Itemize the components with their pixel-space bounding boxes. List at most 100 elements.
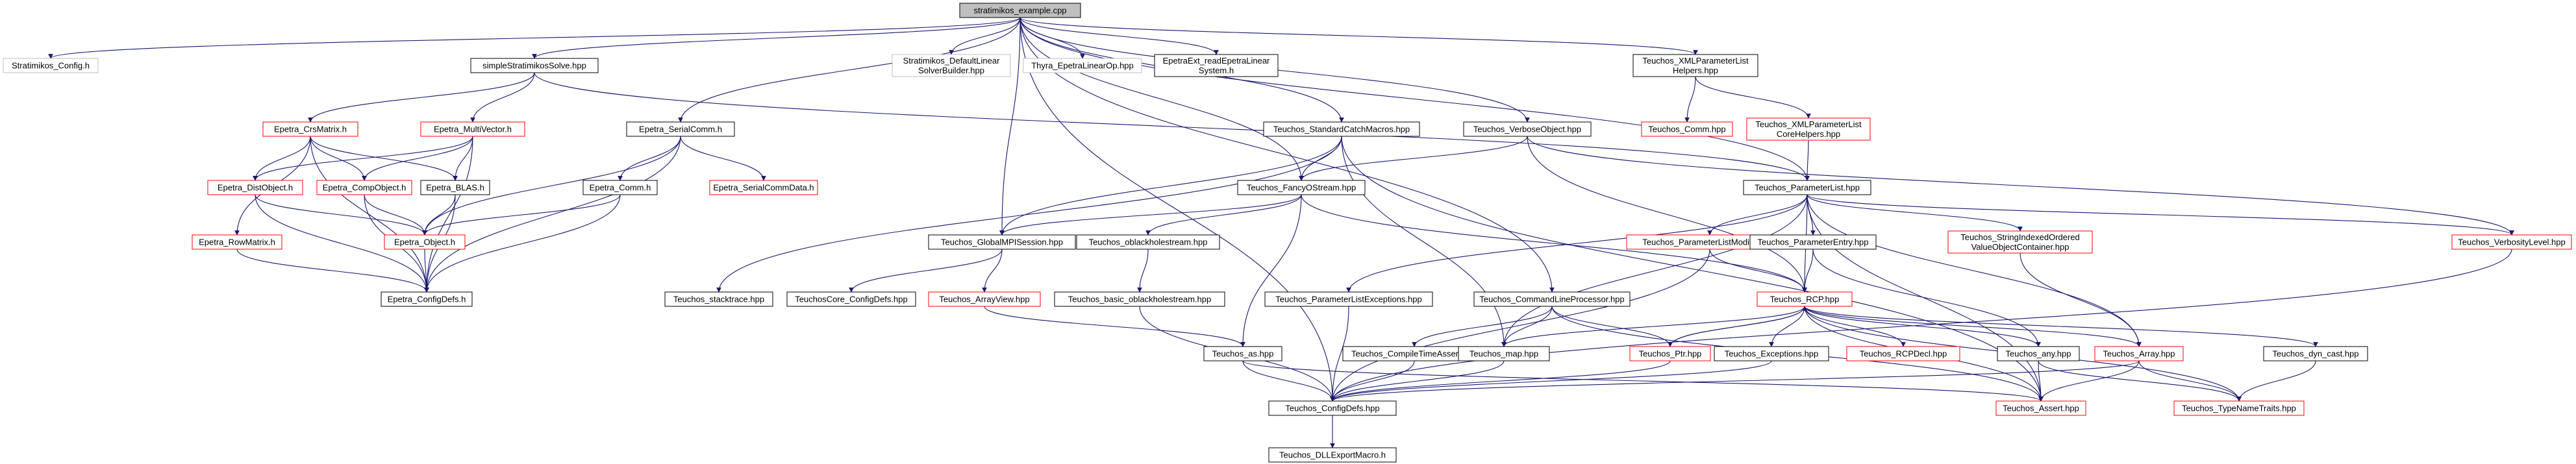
node-box [664,291,773,307]
edge-rcp-to-map [1501,306,1805,347]
node-any[interactable]: Teuchos_any.hpp [1997,346,2080,361]
edge-multivector-to-compobject [362,136,473,181]
node-array[interactable]: Teuchos_Array.hpp [2094,346,2184,361]
node-string-indexed[interactable]: Teuchos_StringIndexedOrderedValueObjectC… [1947,230,2093,254]
node-label: Teuchos_Ptr.hpp [1639,349,1702,359]
node-box [1714,346,1829,361]
node-basic-oblackhole[interactable]: Teuchos_basic_oblackholestream.hpp [1054,291,1225,307]
edge-dyn_cast-to-typenametraits [2236,360,2316,402]
node-configdefs[interactable]: Teuchos_ConfigDefs.hpp [1268,400,1397,416]
node-tcore-configdefs[interactable]: TeuchosCore_ConfigDefs.hpp [786,291,916,307]
node-box [1023,58,1142,73]
edge-crsmatrix-to-blas [310,136,458,181]
edge-serialcomm-to-epetra_configdefs [424,136,681,293]
edge-simple_solve-to-paramlist [534,72,1810,181]
node-as[interactable]: Teuchos_as.hpp [1203,346,1282,361]
node-map[interactable]: Teuchos_map.hpp [1458,346,1550,361]
node-box [709,180,818,195]
edge-as-to-assert [1242,360,2044,402]
node-box [928,234,1076,250]
node-rcpdecl[interactable]: Teuchos_RCPDecl.hpp [1846,346,1960,361]
edge-crsmatrix-to-distobject [253,136,311,181]
edge-root-to-paramlist [1019,17,1810,181]
node-std-catch[interactable]: Teuchos_StandardCatchMacros.hpp [1263,121,1420,137]
node-assert[interactable]: Teuchos_Assert.hpp [1995,400,2086,416]
node-typenametraits[interactable]: Teuchos_TypeNameTraits.hpp [2173,400,2305,416]
node-distobject[interactable]: Epetra_DistObject.h [207,180,303,195]
node-label: Teuchos_RCPDecl.hpp [1860,349,1947,359]
node-label: Teuchos_XMLParameterList [1755,119,1862,129]
edge-verbose_obj-to-rcp [1527,136,1807,293]
node-paramlist[interactable]: Teuchos_ParameterList.hpp [1743,180,1871,195]
node-param-entry[interactable]: Teuchos_ParameterEntry.hpp [1749,234,1877,250]
edge-multivector-to-epetra_configdefs [424,136,473,293]
node-pl-exceptions[interactable]: Teuchos_ParameterListExceptions.hpp [1264,291,1433,307]
node-box [420,121,525,137]
node-multivector[interactable]: Epetra_MultiVector.h [420,121,525,137]
node-box [2094,346,2184,361]
edge-root-to-xml_pl_helpers [1019,17,1698,55]
node-rcp[interactable]: Teuchos_RCP.hpp [1757,291,1853,307]
node-compobject[interactable]: Epetra_CompObject.h [316,180,412,195]
node-crsmatrix[interactable]: Epetra_CrsMatrix.h [262,121,358,137]
edge-array-to-typenametraits [2138,360,2242,402]
node-dllexport[interactable]: Teuchos_DLLExportMacro.h [1268,447,1397,463]
node-def-lin-solver[interactable]: Stratimikos_DefaultLinearSolverBuilder.h… [892,54,1011,77]
node-box [1263,121,1420,137]
node-teuchos-comm[interactable]: Teuchos_Comm.hpp [1641,121,1733,137]
node-exceptions[interactable]: Teuchos_Exceptions.hpp [1714,346,1829,361]
node-label: CoreHelpers.hpp [1777,129,1840,139]
node-label: Epetra_BLAS.h [426,183,484,193]
node-verbose-obj[interactable]: Teuchos_VerboseObject.hpp [1463,121,1592,137]
edge-arrayview-to-as [984,306,1245,347]
node-thyra-op[interactable]: Thyra_EpetraLinearOp.hpp [1023,58,1142,73]
node-box [3,58,99,73]
node-label: Epetra_SerialCommData.h [713,183,814,193]
edge-param_entry-to-any [1812,249,2041,347]
node-label: Epetra_DistObject.h [218,183,293,193]
node-simple-solve[interactable]: simpleStratimikosSolve.hpp [470,58,599,73]
node-arrayview[interactable]: Teuchos_ArrayView.hpp [928,291,1041,307]
node-label: Teuchos_stacktrace.hpp [673,295,764,304]
node-cmdline[interactable]: Teuchos_CommandLineProcessor.hpp [1473,291,1631,307]
edge-fancyostream-to-rcp [1301,194,1807,293]
node-blas[interactable]: Epetra_BLAS.h [420,180,490,195]
edge-verbose_obj-to-fancyostream [1299,136,1528,181]
node-label: Teuchos_ParameterListExceptions.hpp [1275,295,1421,304]
edge-any-to-assert [2038,360,2044,402]
node-dyn-cast[interactable]: Teuchos_dyn_cast.hpp [2263,346,2368,361]
edge-rcp-to-rcpdecl [1804,306,1906,347]
node-label: Teuchos_map.hpp [1469,349,1538,359]
node-ptr[interactable]: Teuchos_Ptr.hpp [1629,346,1711,361]
node-label: Teuchos_VerboseObject.hpp [1473,125,1581,134]
edge-compobject-to-object [364,194,427,236]
edge-paramlist-to-pl_modifier [1707,194,1808,236]
node-box [1995,400,2086,416]
node-rowmatrix[interactable]: Epetra_RowMatrix.h [192,234,282,250]
node-globalmpi[interactable]: Teuchos_GlobalMPISession.hpp [928,234,1076,250]
edge-paramlist-to-pl_exceptions [1346,194,1808,293]
node-serialcomm[interactable]: Epetra_SerialComm.h [626,121,735,137]
edge-rcp-to-exceptions [1769,306,1805,347]
node-box [1264,291,1433,307]
node-object[interactable]: Epetra_Object.h [384,234,466,250]
edge-array-to-assert [2038,360,2140,402]
node-oblackhole[interactable]: Teuchos_oblackholestream.hpp [1076,234,1220,250]
node-serialcommdata[interactable]: Epetra_SerialCommData.h [709,180,818,195]
node-fancyostream[interactable]: Teuchos_FancyOStream.hpp [1237,180,1366,195]
node-box [2173,400,2305,416]
edge-root-to-strat_config [48,17,1021,59]
node-strat-config[interactable]: Stratimikos_Config.h [3,58,99,73]
node-stacktrace[interactable]: Teuchos_stacktrace.hpp [664,291,773,307]
edge-std_catch-to-map [1341,136,1507,347]
node-box [1749,234,1877,250]
node-verbosity[interactable]: Teuchos_VerbosityLevel.hpp [2451,234,2572,250]
edge-distobject-to-epetra_configdefs [255,194,429,293]
node-epetra-configdefs[interactable]: Epetra_ConfigDefs.h [381,291,473,307]
node-label: Thyra_EpetraLinearOp.hpp [1031,61,1134,71]
node-comm[interactable]: Epetra_Comm.h [582,180,658,195]
edge-serialcomm-to-serialcommdata [680,136,766,181]
